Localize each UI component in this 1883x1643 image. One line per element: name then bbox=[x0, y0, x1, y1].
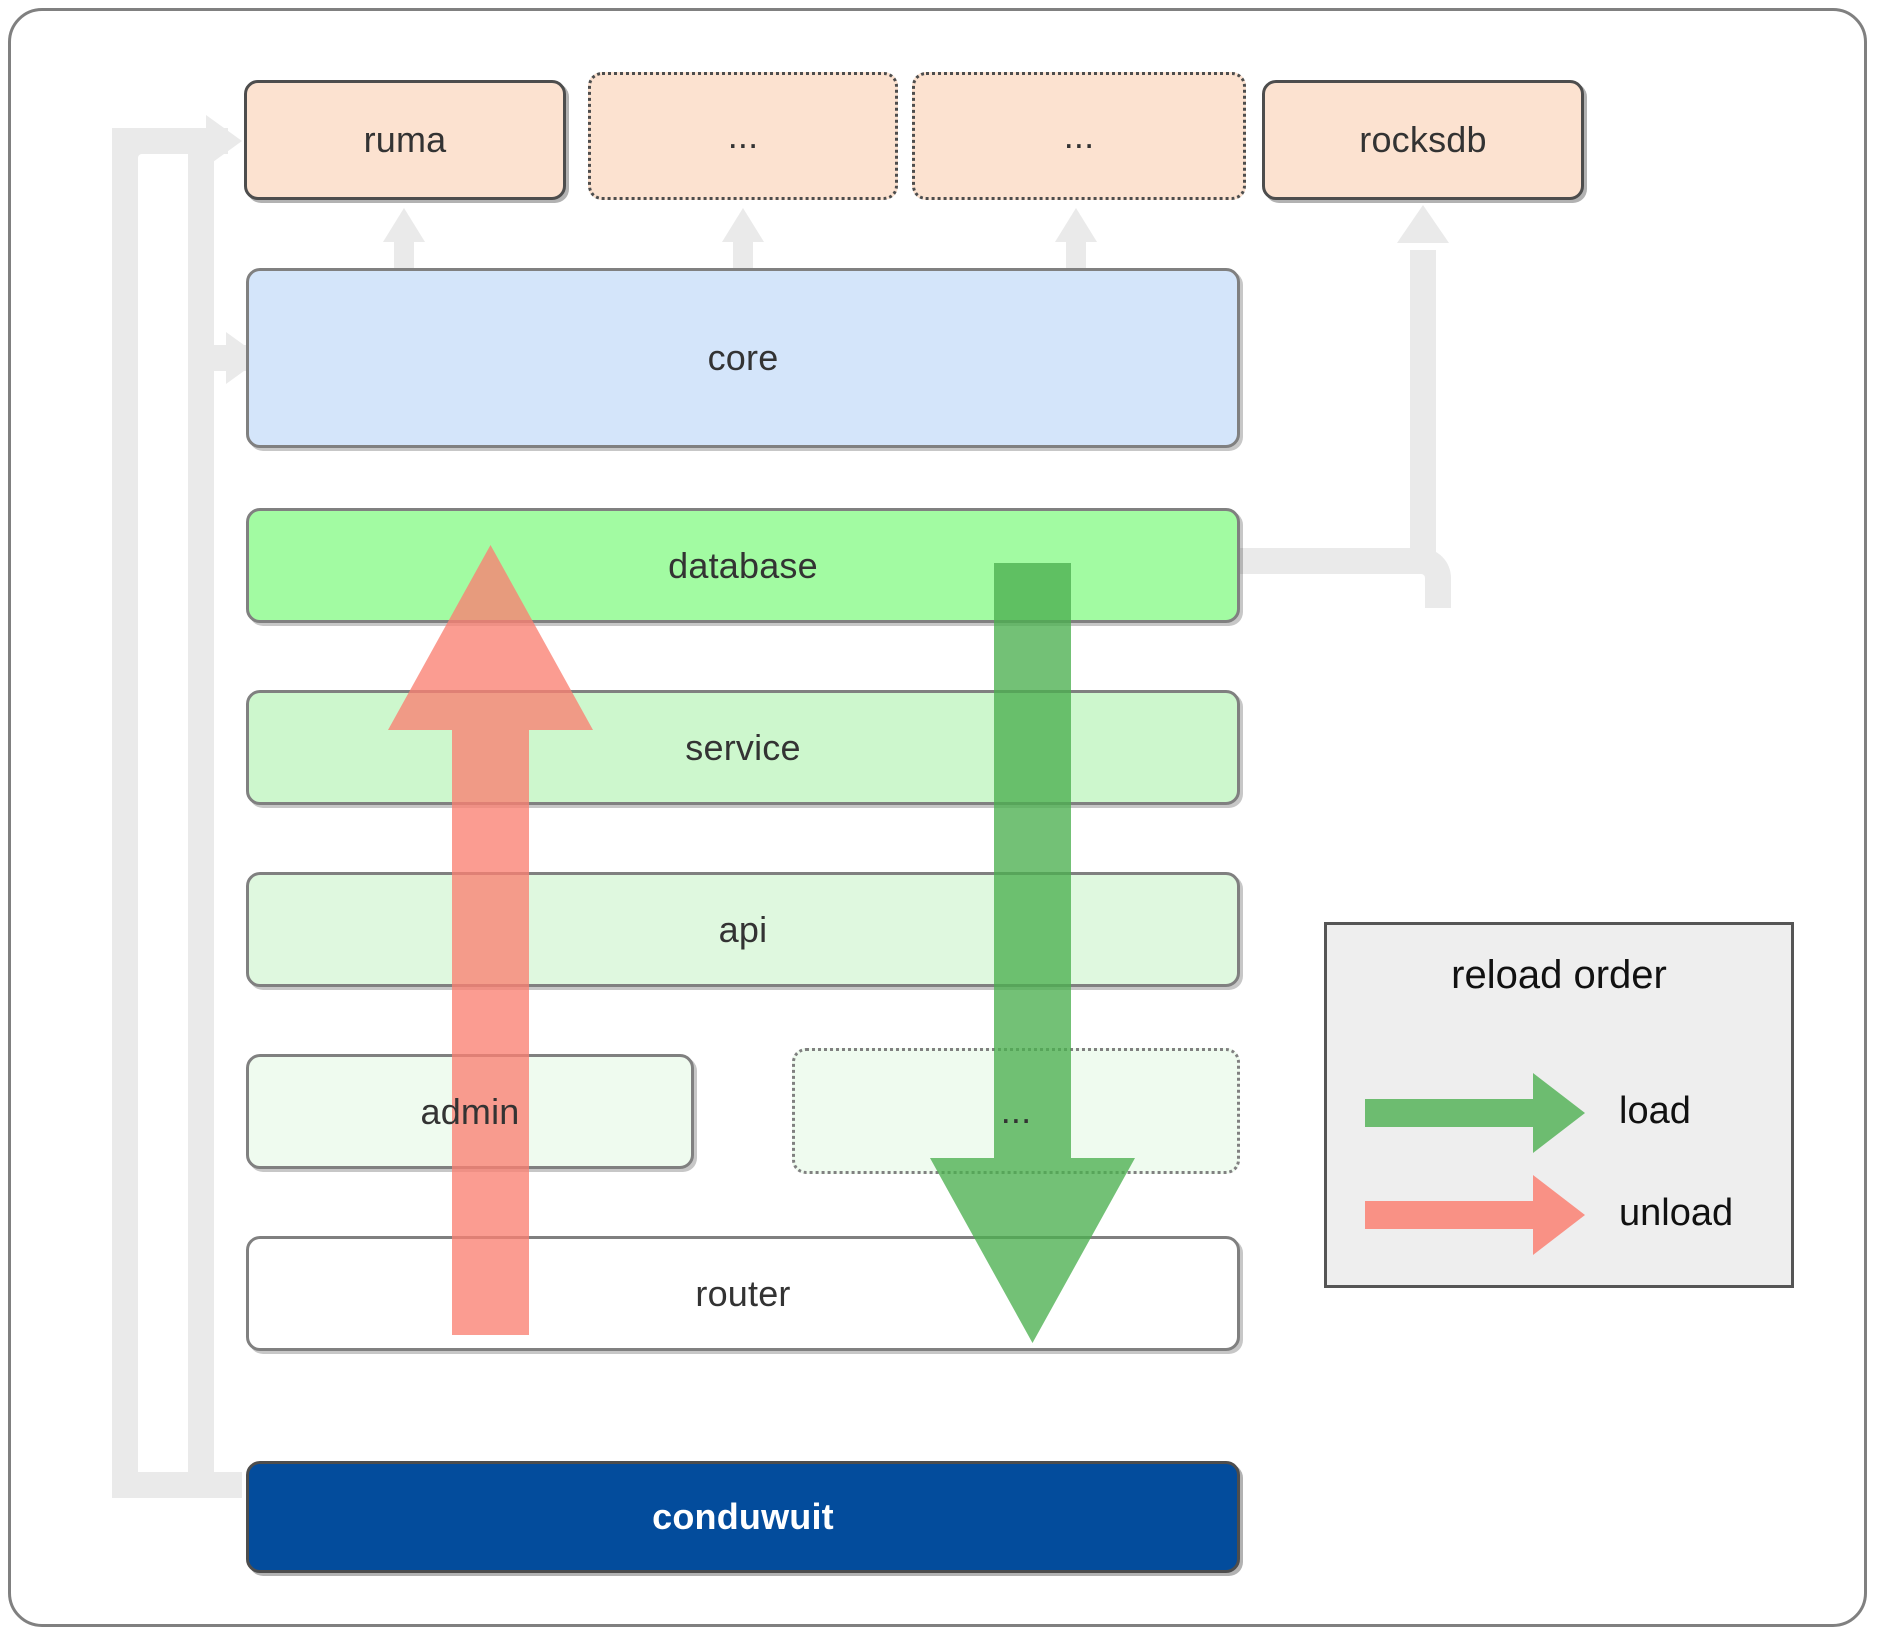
legend-title: reload order bbox=[1451, 953, 1667, 997]
node-label: core bbox=[707, 337, 779, 378]
connector-arrowhead-rocksdb bbox=[1397, 205, 1449, 243]
node-api[interactable]: api bbox=[246, 872, 1240, 987]
node-core[interactable]: core bbox=[246, 268, 1240, 448]
node-label: database bbox=[668, 544, 818, 586]
node-label: conduwuit bbox=[652, 1496, 834, 1537]
legend-label-unload: unload bbox=[1619, 1192, 1734, 1234]
legend-load-arrow-icon bbox=[1365, 1073, 1585, 1153]
stub-core-to-ruma bbox=[383, 208, 425, 276]
page-border bbox=[8, 8, 1867, 1627]
node-router[interactable]: router bbox=[246, 1236, 1240, 1351]
stub-shaft bbox=[394, 238, 414, 276]
node-database[interactable]: database bbox=[246, 508, 1240, 623]
node-label: router bbox=[695, 1272, 791, 1314]
connector-branch-vertical bbox=[188, 128, 214, 1498]
legend-unload-arrow-icon bbox=[1365, 1175, 1585, 1255]
connector-trunk-right bbox=[1410, 250, 1436, 560]
node-conduwuit[interactable]: conduwuit bbox=[246, 1461, 1240, 1573]
node-label: ... bbox=[1063, 115, 1095, 156]
node-label: ... bbox=[1000, 1090, 1032, 1131]
connector-database-to-right bbox=[1232, 548, 1417, 574]
node-label: api bbox=[718, 908, 768, 950]
node-service[interactable]: service bbox=[246, 690, 1240, 805]
node-top-ellipsis-2[interactable]: ... bbox=[912, 72, 1246, 200]
node-label: admin bbox=[420, 1090, 520, 1132]
node-rocksdb[interactable]: rocksdb bbox=[1262, 80, 1584, 200]
node-label: ... bbox=[727, 115, 759, 156]
legend-row-load bbox=[1365, 1073, 1585, 1153]
stub-arrowhead bbox=[1055, 208, 1097, 242]
node-ruma[interactable]: ruma bbox=[244, 80, 566, 200]
legend-row-unload bbox=[1365, 1175, 1585, 1255]
legend-panel: reload order load unload bbox=[1324, 922, 1794, 1288]
stub-core-to-ellipsis-2 bbox=[1055, 208, 1097, 276]
node-stack-ellipsis[interactable]: ... bbox=[792, 1048, 1240, 1174]
node-label: service bbox=[685, 726, 801, 768]
stub-shaft bbox=[1066, 238, 1086, 276]
node-label: ruma bbox=[363, 119, 447, 160]
stub-core-to-ellipsis-1 bbox=[722, 208, 764, 276]
stub-arrowhead bbox=[722, 208, 764, 242]
node-label: rocksdb bbox=[1359, 119, 1487, 160]
node-top-ellipsis-1[interactable]: ... bbox=[588, 72, 898, 200]
legend-label-load: load bbox=[1619, 1090, 1691, 1132]
stub-arrowhead bbox=[383, 208, 425, 242]
connector-trunk-left bbox=[112, 128, 138, 1498]
connector-stub-to-conduwuit bbox=[112, 1472, 242, 1498]
stub-shaft bbox=[733, 238, 753, 276]
node-admin[interactable]: admin bbox=[246, 1054, 694, 1169]
